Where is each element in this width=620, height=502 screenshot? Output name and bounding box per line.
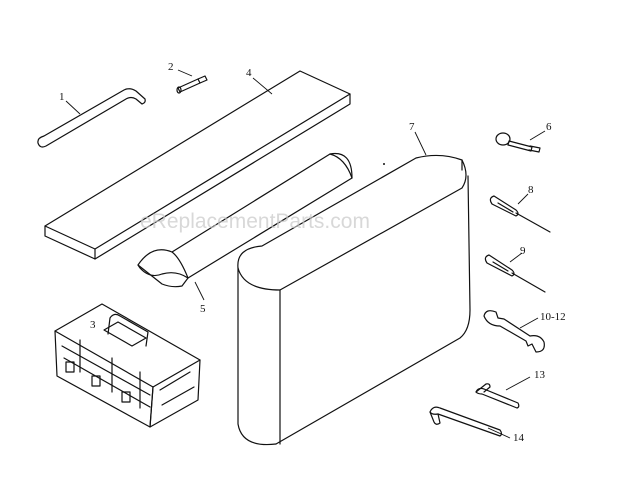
hex-key-small-icon — [475, 383, 520, 409]
callout-10-12: 10-12 — [540, 311, 566, 323]
hex-key-medium-icon — [429, 406, 503, 437]
callout-8: 8 — [528, 184, 534, 196]
callout-7: 7 — [409, 121, 415, 133]
callout-6: 6 — [546, 121, 552, 133]
callout-3: 3 — [90, 319, 96, 331]
screwdriver-phillips-icon — [489, 195, 551, 233]
hex-key-long-icon — [37, 88, 146, 148]
callout-5: 5 — [200, 303, 206, 315]
board-icon — [44, 70, 351, 260]
curved-pad-icon — [137, 152, 353, 288]
callout-9: 9 — [520, 245, 526, 257]
callout-1: 1 — [59, 91, 65, 103]
key-icon — [495, 132, 541, 153]
callout-14: 14 — [513, 432, 525, 444]
callout-13: 13 — [534, 369, 546, 381]
callout-2: 2 — [168, 61, 174, 73]
screwdriver-icon — [484, 254, 546, 293]
sanding-belt-icon — [237, 154, 471, 446]
pin-icon — [176, 75, 208, 94]
callout-4: 4 — [246, 67, 252, 79]
toolbox-icon — [54, 303, 201, 428]
dot-mark — [383, 163, 385, 165]
watermark: eReplacementParts.com — [140, 210, 370, 233]
wrench-icon — [483, 310, 545, 353]
